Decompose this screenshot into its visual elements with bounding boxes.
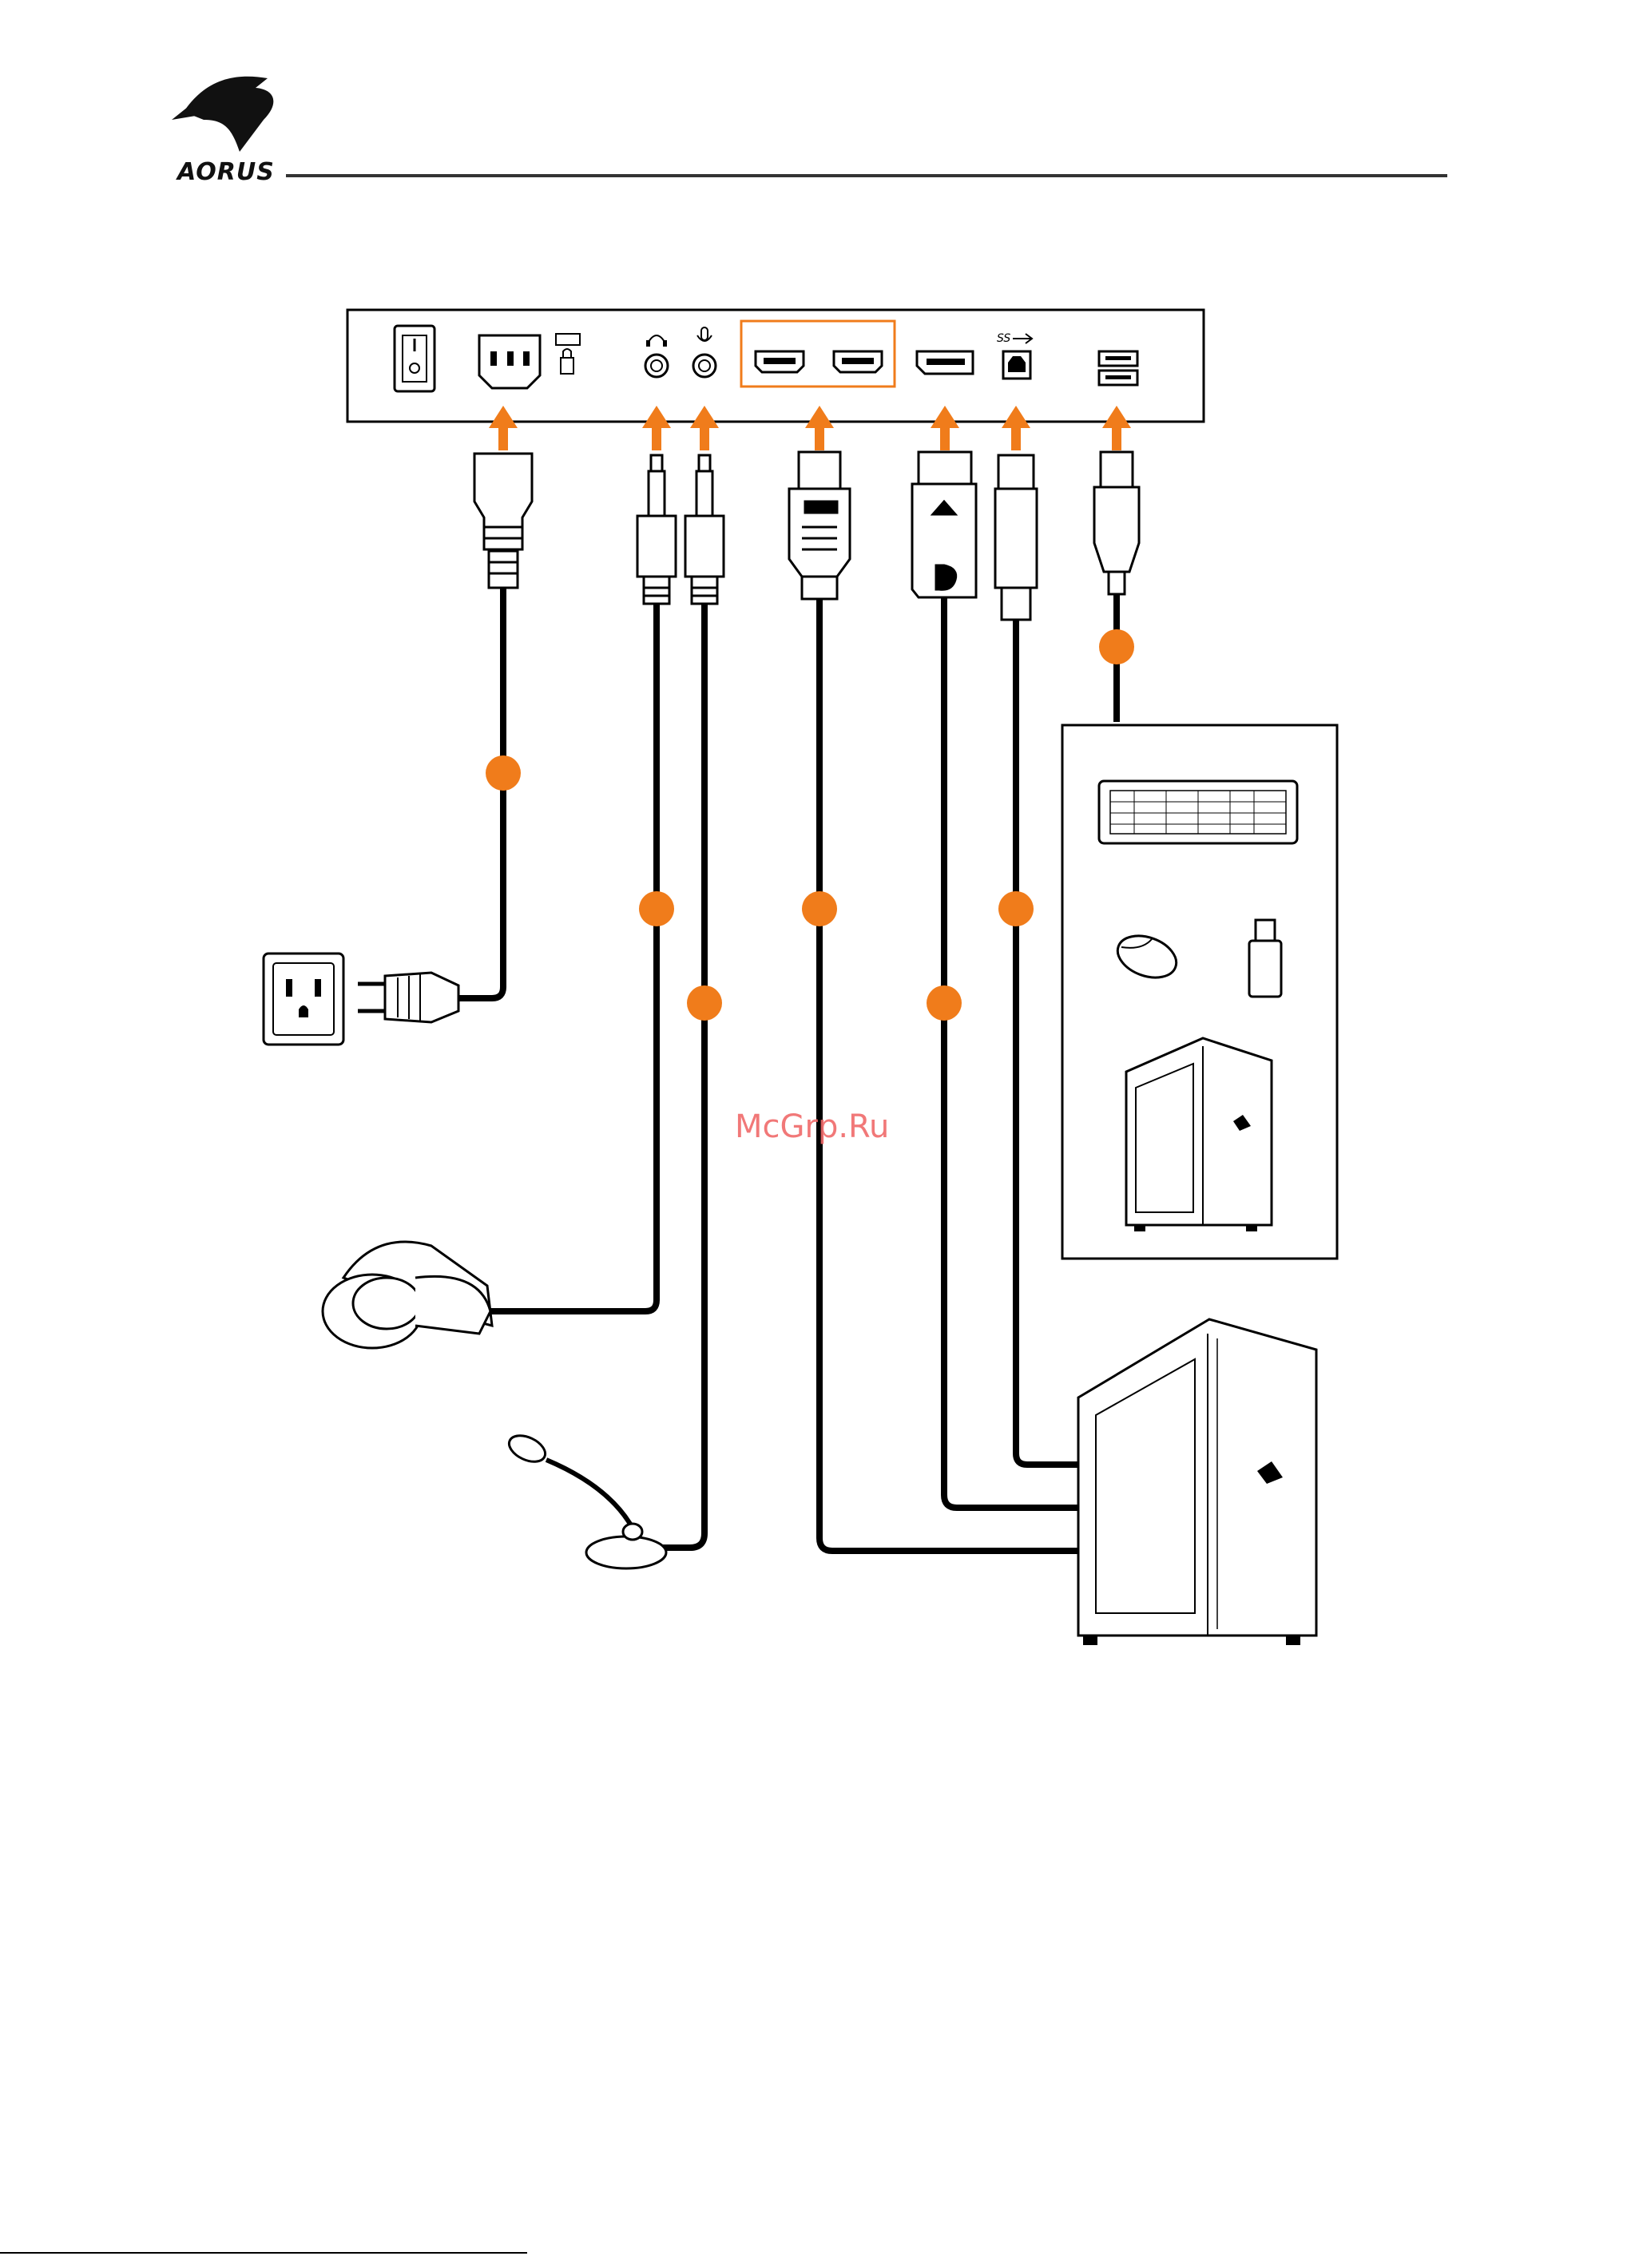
callout-displayport-cable (927, 985, 962, 1021)
computer-case-small-icon (1126, 1038, 1272, 1231)
power-switch-icon (395, 326, 435, 391)
displayport-cable (944, 597, 1078, 1508)
displayport-icon (917, 351, 973, 374)
computer-case-large-icon (1078, 1319, 1316, 1645)
hdmi-connector-icon (789, 452, 850, 599)
ac-in-icon (479, 335, 540, 388)
keyboard-icon (1099, 781, 1297, 843)
headphone-plug-connector-icon (637, 455, 676, 604)
svg-text:SS: SS (997, 332, 1010, 345)
hdmi-cable (819, 599, 1078, 1551)
footer-rule (0, 2252, 527, 2254)
microphone-plug-connector-icon (685, 455, 724, 604)
watermark-text: McGrp.Ru (735, 1108, 889, 1145)
cables (458, 588, 1117, 1551)
callout-dots (486, 629, 1134, 1021)
callout-microphone-cable (687, 985, 722, 1021)
usb-upstream-icon: SS (997, 332, 1032, 379)
usb-devices-box (1062, 725, 1337, 1259)
power-cable (458, 588, 503, 998)
microphone-cable (658, 604, 704, 1548)
headphone-cable (490, 604, 657, 1311)
monitor-back-panel: SS (347, 310, 1204, 422)
brand-logo-text: AORUS (177, 158, 275, 186)
headphones-icon (323, 1242, 492, 1348)
callout-usb-device-cable (1099, 629, 1134, 664)
callout-audio-cable (639, 891, 674, 926)
power-plug-icon (358, 973, 458, 1022)
usb-b-connector-icon (995, 455, 1037, 620)
usb-a-connector-icon (1094, 452, 1139, 594)
hdmi-port-1-icon (756, 351, 804, 372)
callout-usb-upstream-cable (998, 891, 1034, 926)
displayport-connector-icon (912, 452, 976, 597)
power-plug-connector-icon (474, 454, 532, 588)
callout-power-cable (486, 755, 521, 791)
power-outlet-icon (264, 954, 458, 1045)
microphone-icon (505, 1430, 666, 1568)
hdmi-port-2-icon (834, 351, 882, 372)
aorus-logo-icon (172, 77, 273, 152)
callout-hdmi-cable (802, 891, 837, 926)
